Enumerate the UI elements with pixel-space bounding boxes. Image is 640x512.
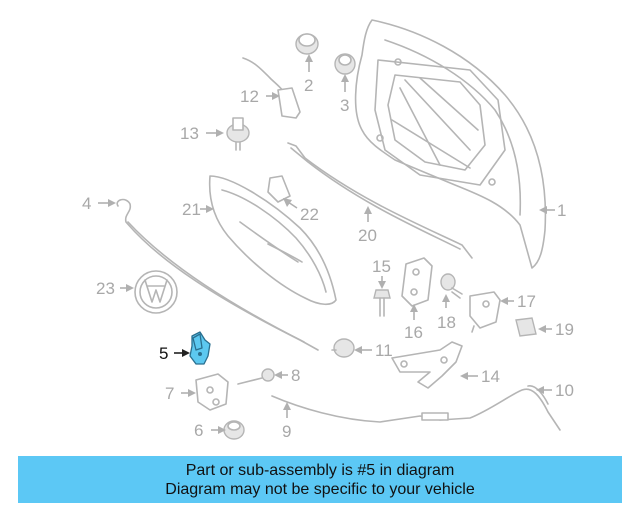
latch-bracket-part [401,257,433,307]
svg-text:15: 15 [372,257,391,276]
adjuster-part [331,338,355,358]
hood-cable-part [271,385,561,431]
plug-part [515,317,537,337]
callout-14: 14 [460,367,500,386]
callout-4: 4 [82,194,116,213]
svg-text:10: 10 [555,381,574,400]
svg-text:23: 23 [96,279,115,298]
callout-20: 20 [358,206,377,245]
callout-7: 7 [165,384,196,403]
svg-text:14: 14 [481,367,500,386]
release-cable-part [116,198,319,351]
callout-11: 11 [354,341,393,360]
hood-panel [354,19,547,269]
bolt-8-part [237,368,275,385]
hinge-part [391,341,463,389]
callout-8: 8 [274,366,300,385]
callout-1: 1 [539,201,566,220]
svg-text:17: 17 [517,292,536,311]
vw-emblem-part [134,270,178,314]
callout-5: 5 [159,344,190,363]
diagram-info-banner: Part or sub-assembly is #5 in diagram Di… [18,456,622,503]
svg-text:3: 3 [340,96,349,115]
prop-rod-part [287,142,473,259]
callout-23: 23 [96,279,134,298]
parts-diagram: 1 2 3 4 5 6 7 8 9 10 [82,19,574,441]
callout-2: 2 [304,54,313,95]
grommet-6-part [223,420,245,440]
svg-text:5: 5 [159,344,168,363]
callout-3: 3 [340,74,349,115]
svg-text:22: 22 [300,205,319,224]
svg-text:1: 1 [557,201,566,220]
callout-12: 12 [240,87,280,106]
svg-text:9: 9 [282,422,291,441]
grommet-part [334,53,356,75]
svg-text:4: 4 [82,194,91,213]
callout-18: 18 [437,294,456,332]
svg-text:21: 21 [182,200,201,219]
latch-block-part [195,373,229,411]
svg-text:16: 16 [404,323,423,342]
callout-10: 10 [536,381,574,400]
bracket-part [242,57,301,119]
svg-text:20: 20 [358,226,377,245]
callout-19: 19 [538,320,574,339]
svg-text:8: 8 [291,366,300,385]
bolt-18-part [440,273,463,299]
svg-text:11: 11 [375,341,393,360]
bolt-15-part [373,289,391,317]
svg-text:13: 13 [180,124,199,143]
cap-bolt-part [226,117,250,151]
banner-line-disclaimer: Diagram may not be specific to your vehi… [165,481,475,498]
callout-17: 17 [500,292,536,311]
bump-stop-part [295,33,319,55]
banner-line-part-number: Part or sub-assembly is #5 in diagram [185,462,455,479]
svg-text:19: 19 [555,320,574,339]
callout-15: 15 [372,257,391,289]
clip-part [267,175,291,203]
highlighted-part-5 [189,331,211,365]
insulation-pad-part [208,175,337,306]
callout-22: 22 [283,198,319,224]
svg-text:6: 6 [194,421,203,440]
svg-text:7: 7 [165,384,174,403]
svg-text:18: 18 [437,313,456,332]
svg-text:2: 2 [304,76,313,95]
callout-13: 13 [180,124,224,143]
callout-16: 16 [404,304,423,342]
svg-text:12: 12 [240,87,259,106]
callout-21: 21 [182,200,214,219]
callout-6: 6 [194,421,226,440]
striker-part [469,291,501,333]
callout-9: 9 [282,402,291,441]
